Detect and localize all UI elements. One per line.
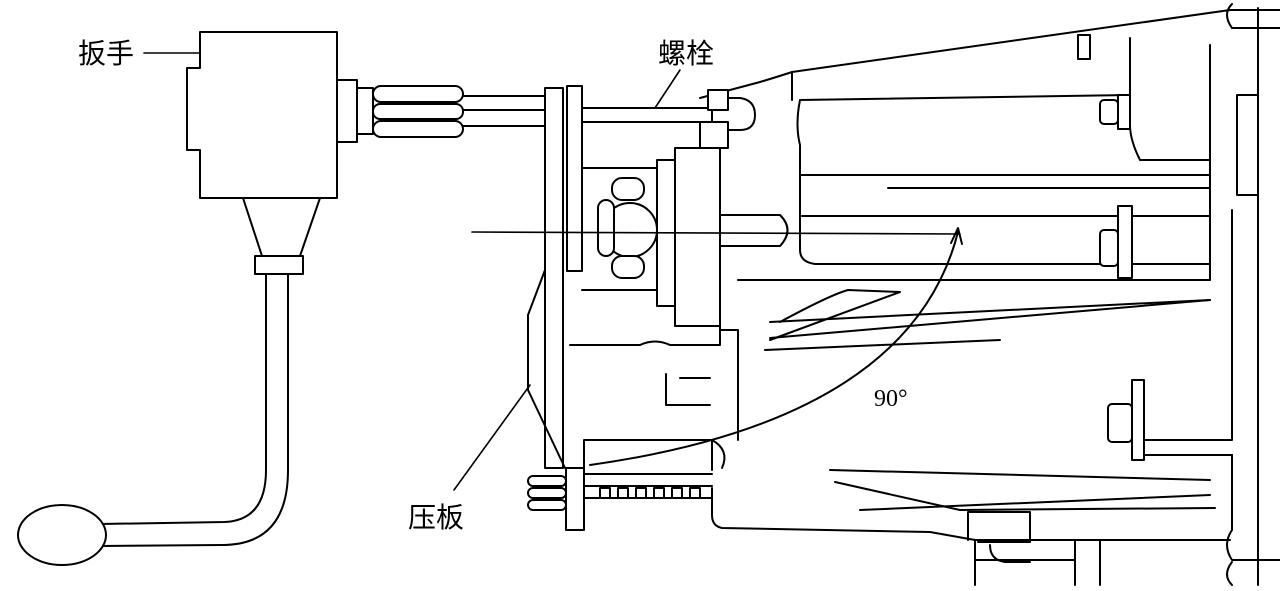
wrench-ring <box>254 255 304 275</box>
plate-rear <box>566 85 583 272</box>
wrench-collar <box>356 87 374 135</box>
wrench-connector <box>336 79 358 143</box>
center-line <box>471 231 961 235</box>
pressure-plate <box>527 85 726 531</box>
wrench-grip <box>17 504 107 566</box>
wrench <box>17 31 546 566</box>
bolt-label: 螺栓 <box>658 37 714 70</box>
bolt <box>581 89 756 131</box>
wrench-funnel <box>242 197 321 257</box>
bolt-leader <box>654 69 681 109</box>
angle-label: 90° <box>874 386 908 412</box>
input-shaft <box>569 121 789 441</box>
pressure-plate-label: 压板 <box>408 501 464 534</box>
wrench-head <box>186 31 338 199</box>
wrench-label: 扳手 <box>78 37 134 70</box>
plate-leader <box>453 384 531 491</box>
transmission-housing <box>699 3 1280 586</box>
wrench-handle <box>99 273 267 525</box>
rotation-arc <box>589 231 959 466</box>
plate-front <box>544 87 564 469</box>
